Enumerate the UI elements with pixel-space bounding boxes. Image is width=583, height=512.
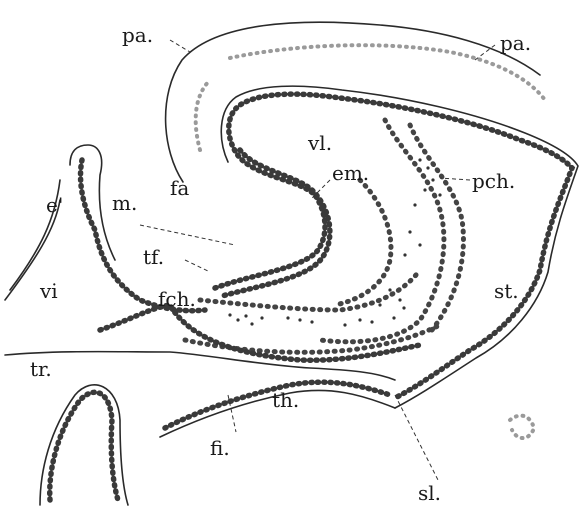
label-vi: vi (39, 279, 58, 303)
foramen-choroid-row (200, 270, 420, 310)
leader-pch (440, 178, 470, 180)
choroid-plexus-row-2 (410, 125, 463, 330)
pallium-texture-2 (196, 80, 210, 150)
label-st: st. (494, 279, 519, 303)
leader-sl (395, 395, 438, 480)
faint-mark (510, 416, 534, 438)
trabecula-arm (50, 392, 118, 500)
embryonic-lamina (222, 150, 330, 296)
label-pch: pch. (472, 169, 515, 193)
label-fa: fa (170, 176, 189, 200)
label-tf: tf. (143, 245, 164, 269)
label-em: em. (332, 161, 369, 185)
label-sl: sl. (418, 481, 441, 505)
label-vl: vl. (307, 131, 332, 155)
pallium-texture (230, 45, 545, 100)
label-pa-right: pa. (500, 31, 531, 55)
ventricle-wall-outer-line (221, 86, 578, 408)
choroid-inner-row (335, 180, 391, 305)
label-tr: tr. (30, 357, 52, 381)
leader-pa-left (170, 40, 190, 52)
label-pa-left: pa. (122, 23, 153, 47)
epithelium-e-prime-inner (70, 145, 115, 260)
label-m: m. (112, 191, 137, 215)
label-e-prime: e' (46, 193, 63, 217)
leader-tf (185, 260, 210, 272)
leader-pa-right (475, 45, 495, 60)
label-fi: fi. (210, 436, 230, 460)
label-th: th. (272, 388, 299, 412)
label-fch: fch. (158, 287, 196, 311)
floor-outer-line (5, 352, 395, 380)
leader-m (140, 225, 235, 245)
